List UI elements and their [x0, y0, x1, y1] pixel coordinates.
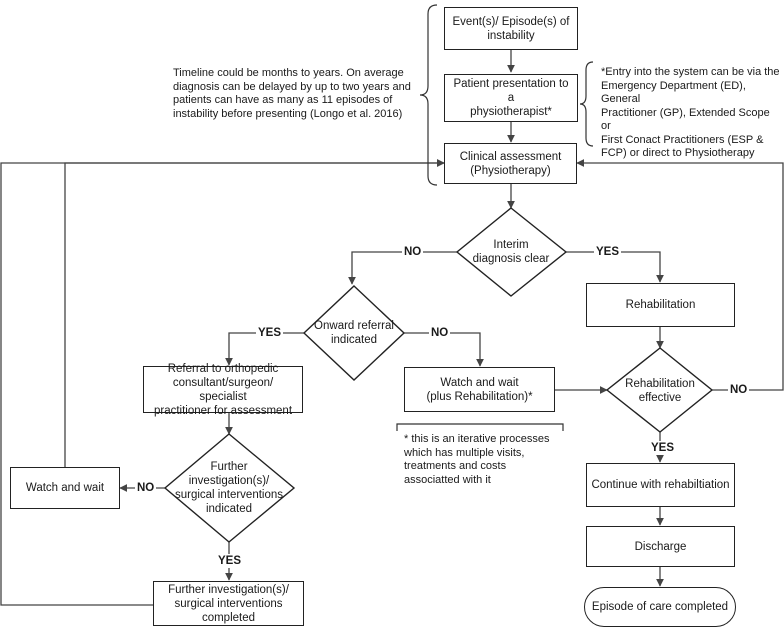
timeline-brace: [419, 4, 438, 186]
further-box: Further investigation(s)/ surgical inter…: [153, 581, 304, 626]
rehab-effective-decision-label: Rehabilitation effective: [625, 378, 695, 404]
rehab-box: Rehabilitation: [586, 283, 735, 327]
entry-brace: [579, 61, 594, 147]
edge-label-further-yes: YES: [216, 554, 244, 568]
edge-label-interim-no: NO: [402, 245, 424, 259]
discharge-box: Discharge: [586, 526, 735, 567]
rehab-effective-diamond-shape: [605, 347, 714, 433]
entry-note: *Entry into the system can be via the Em…: [601, 66, 780, 159]
watch-box: Watch and wait: [10, 467, 120, 509]
arrow-watch-loop: [64, 159, 445, 467]
interim-diamond-shape: [455, 207, 568, 297]
edge-label-interim-yes: YES: [594, 245, 622, 259]
continue-box: Continue with rehabiltiation: [586, 463, 735, 507]
iterative-note: * this is an iterative processes which h…: [404, 433, 550, 486]
edge-label-onward-no: NO: [429, 326, 451, 340]
edge-label-further-no: NO: [135, 481, 157, 495]
further-diamond-shape: [163, 433, 296, 543]
edge-label-onward-yes: YES: [256, 326, 284, 340]
interim-decision-label: Interim diagnosis clear: [472, 239, 550, 265]
onward-decision-label: Onward referral indicated: [314, 320, 394, 346]
timeline-note: Timeline could be months to years. On av…: [173, 67, 411, 120]
watch-rehab-box: Watch and wait (plus Rehabilitation)*: [404, 367, 555, 412]
edge-label-rehab-no: NO: [728, 383, 750, 397]
event-box: Event(s)/ Episode(s) of instability: [444, 7, 578, 50]
iterative-bracket: [396, 423, 564, 431]
presentation-box: Patient presentation to a physiotherapis…: [444, 74, 578, 122]
further-decision-label: Further investigation(s)/ surgical inter…: [174, 461, 284, 515]
onward-diamond-shape: [302, 285, 406, 381]
arrow-further-loop: [0, 159, 445, 606]
episode-end-terminal: Episode of care completed: [584, 587, 736, 627]
arrow-effective-no-loop: [576, 159, 784, 391]
referral-box: Referral to orthopedic consultant/surgeo…: [143, 363, 303, 417]
edge-label-rehab-yes: YES: [649, 441, 677, 455]
assessment-box: Clinical assessment (Physiotherapy): [444, 143, 577, 184]
